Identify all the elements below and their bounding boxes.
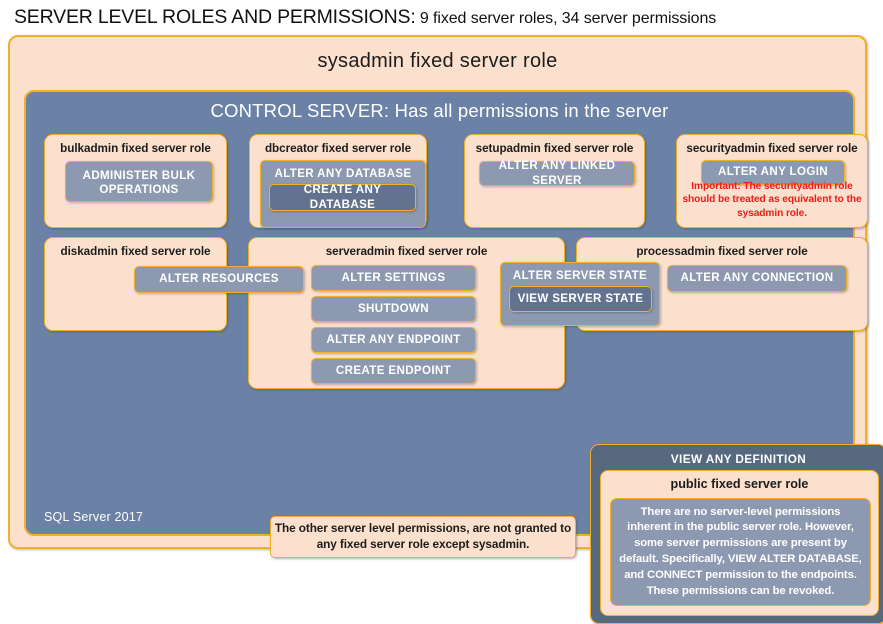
- permission-create-endpoint[interactable]: CREATE ENDPOINT: [311, 358, 476, 384]
- role-title-public: public fixed server role: [670, 477, 809, 491]
- role-title-processadmin: processadmin fixed server role: [636, 245, 808, 258]
- role-card-bulkadmin: bulkadmin fixed server role ADMINISTER B…: [44, 134, 227, 228]
- view-any-definition-group: VIEW ANY DEFINITION public fixed server …: [590, 444, 883, 624]
- other-permissions-note: The other server level permissions, are …: [270, 516, 576, 558]
- permission-alter-any-endpoint[interactable]: ALTER ANY ENDPOINT: [311, 327, 476, 353]
- permission-create-any-database[interactable]: CREATE ANY DATABASE: [269, 183, 416, 211]
- page-title: SERVER LEVEL ROLES AND PERMISSIONS: 9 fi…: [14, 6, 874, 32]
- control-server-panel: CONTROL SERVER: Has all permissions in t…: [24, 90, 883, 624]
- sysadmin-role-label: sysadmin fixed server role: [317, 50, 558, 72]
- role-card-setupadmin: setupadmin fixed server role ALTER ANY L…: [464, 134, 645, 228]
- permission-alter-any-linked-server[interactable]: ALTER ANY LINKED SERVER: [479, 159, 635, 187]
- role-card-securityadmin: securityadmin fixed server role ALTER AN…: [676, 134, 868, 228]
- securityadmin-warning-text: Important: The securityadmin role should…: [682, 181, 862, 219]
- permission-shutdown[interactable]: SHUTDOWN: [311, 296, 476, 322]
- role-title-serveradmin: serveradmin fixed server role: [325, 245, 488, 258]
- permission-view-any-definition-label: VIEW ANY DEFINITION: [670, 452, 807, 466]
- permission-alter-any-login[interactable]: ALTER ANY LOGIN: [701, 160, 845, 185]
- page-title-rest: 9 fixed server roles, 34 server permissi…: [415, 10, 717, 27]
- public-role-description: There are no server-level permissions in…: [610, 498, 871, 606]
- control-server-label: CONTROL SERVER: Has all permissions in t…: [210, 100, 669, 121]
- role-title-dbcreator: dbcreator fixed server role: [264, 142, 412, 155]
- sql-server-version-label: SQL Server 2017: [44, 510, 144, 524]
- permission-alter-server-state-label: ALTER SERVER STATE: [512, 269, 648, 282]
- role-card-public: public fixed server role There are no se…: [600, 470, 879, 616]
- role-title-diskadmin: diskadmin fixed server role: [60, 245, 211, 258]
- permission-alter-resources[interactable]: ALTER RESOURCES: [134, 266, 304, 293]
- sysadmin-role-container: sysadmin fixed server role CONTROL SERVE…: [8, 35, 883, 624]
- role-title-bulkadmin: bulkadmin fixed server role: [60, 142, 211, 155]
- permission-alter-any-connection[interactable]: ALTER ANY CONNECTION: [667, 265, 847, 292]
- permission-administer-bulk-operations[interactable]: ADMINISTER BULK OPERATIONS: [65, 161, 213, 202]
- permission-alter-any-database-label: ALTER ANY DATABASE: [274, 167, 412, 180]
- role-title-securityadmin: securityadmin fixed server role: [686, 142, 858, 155]
- role-title-setupadmin: setupadmin fixed server role: [475, 142, 634, 155]
- page-title-strong: SERVER LEVEL ROLES AND PERMISSIONS:: [14, 6, 416, 28]
- permission-alter-settings[interactable]: ALTER SETTINGS: [311, 265, 476, 291]
- permission-view-server-state[interactable]: VIEW SERVER STATE: [509, 286, 652, 312]
